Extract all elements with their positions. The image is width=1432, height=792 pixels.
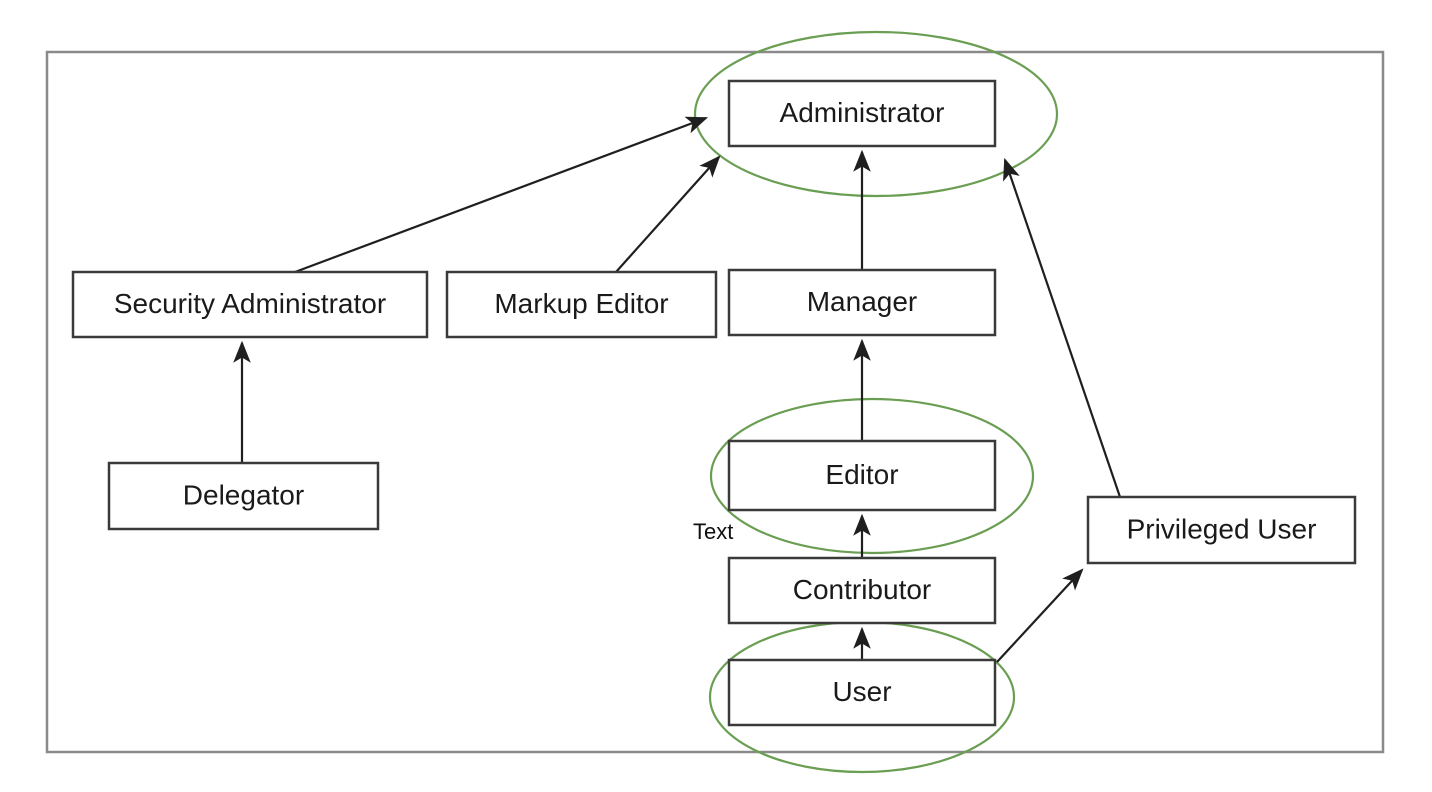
node-user[interactable]: User <box>727 658 997 727</box>
edge-privileged-user-to-administrator <box>1003 157 1122 498</box>
node-box-user[interactable] <box>727 658 997 727</box>
node-security-administrator[interactable]: Security Administrator <box>71 270 429 339</box>
node-box-manager[interactable] <box>727 268 997 337</box>
node-label-editor: Editor <box>825 459 898 490</box>
annotation-layer: Text <box>693 519 733 544</box>
edge-user-to-privileged-user <box>996 568 1084 663</box>
edge-layer <box>233 116 1122 663</box>
node-markup-editor[interactable]: Markup Editor <box>445 270 718 339</box>
node-label-contributor: Contributor <box>793 574 932 605</box>
node-box-delegator[interactable] <box>107 461 380 531</box>
outer-container-frame <box>45 50 1385 754</box>
node-label-privileged-user: Privileged User <box>1127 513 1317 544</box>
edge-security-administrator-to-administrator <box>294 116 709 274</box>
edge-markup-editor-to-administrator <box>615 155 721 273</box>
node-label-user: User <box>832 676 891 707</box>
node-label-markup-editor: Markup Editor <box>494 288 668 319</box>
node-box-markup-editor[interactable] <box>445 270 718 339</box>
node-label-delegator: Delegator <box>183 479 304 510</box>
node-administrator[interactable]: Administrator <box>727 79 997 148</box>
node-label-manager: Manager <box>807 286 918 317</box>
node-editor[interactable]: Editor <box>727 439 997 512</box>
node-privileged-user[interactable]: Privileged User <box>1086 495 1357 565</box>
highlight-layer <box>693 30 1059 774</box>
node-box-security-administrator[interactable] <box>71 270 429 339</box>
text-annotation: Text <box>693 519 733 544</box>
node-label-security-administrator: Security Administrator <box>114 288 386 319</box>
highlight-editor <box>709 397 1035 555</box>
node-delegator[interactable]: Delegator <box>107 461 380 531</box>
node-box-contributor[interactable] <box>727 556 997 625</box>
highlight-administrator <box>693 30 1059 198</box>
node-box-privileged-user[interactable] <box>1086 495 1357 565</box>
node-manager[interactable]: Manager <box>727 268 997 337</box>
node-box-editor[interactable] <box>727 439 997 512</box>
node-box-administrator[interactable] <box>727 79 997 148</box>
node-contributor[interactable]: Contributor <box>727 556 997 625</box>
node-label-administrator: Administrator <box>780 97 945 128</box>
